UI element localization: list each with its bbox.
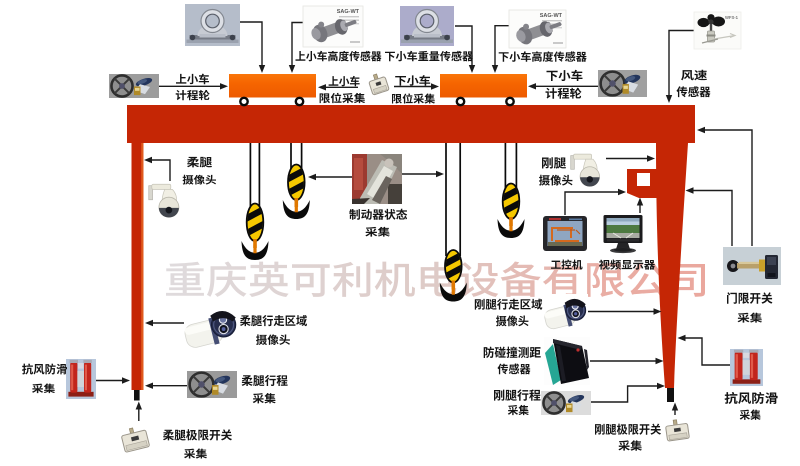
svg-text:SAG-WT: SAG-WT — [337, 9, 360, 15]
svg-text:SAG-WT: SAG-WT — [540, 13, 563, 19]
svg-text:WFS-1: WFS-1 — [725, 15, 739, 20]
